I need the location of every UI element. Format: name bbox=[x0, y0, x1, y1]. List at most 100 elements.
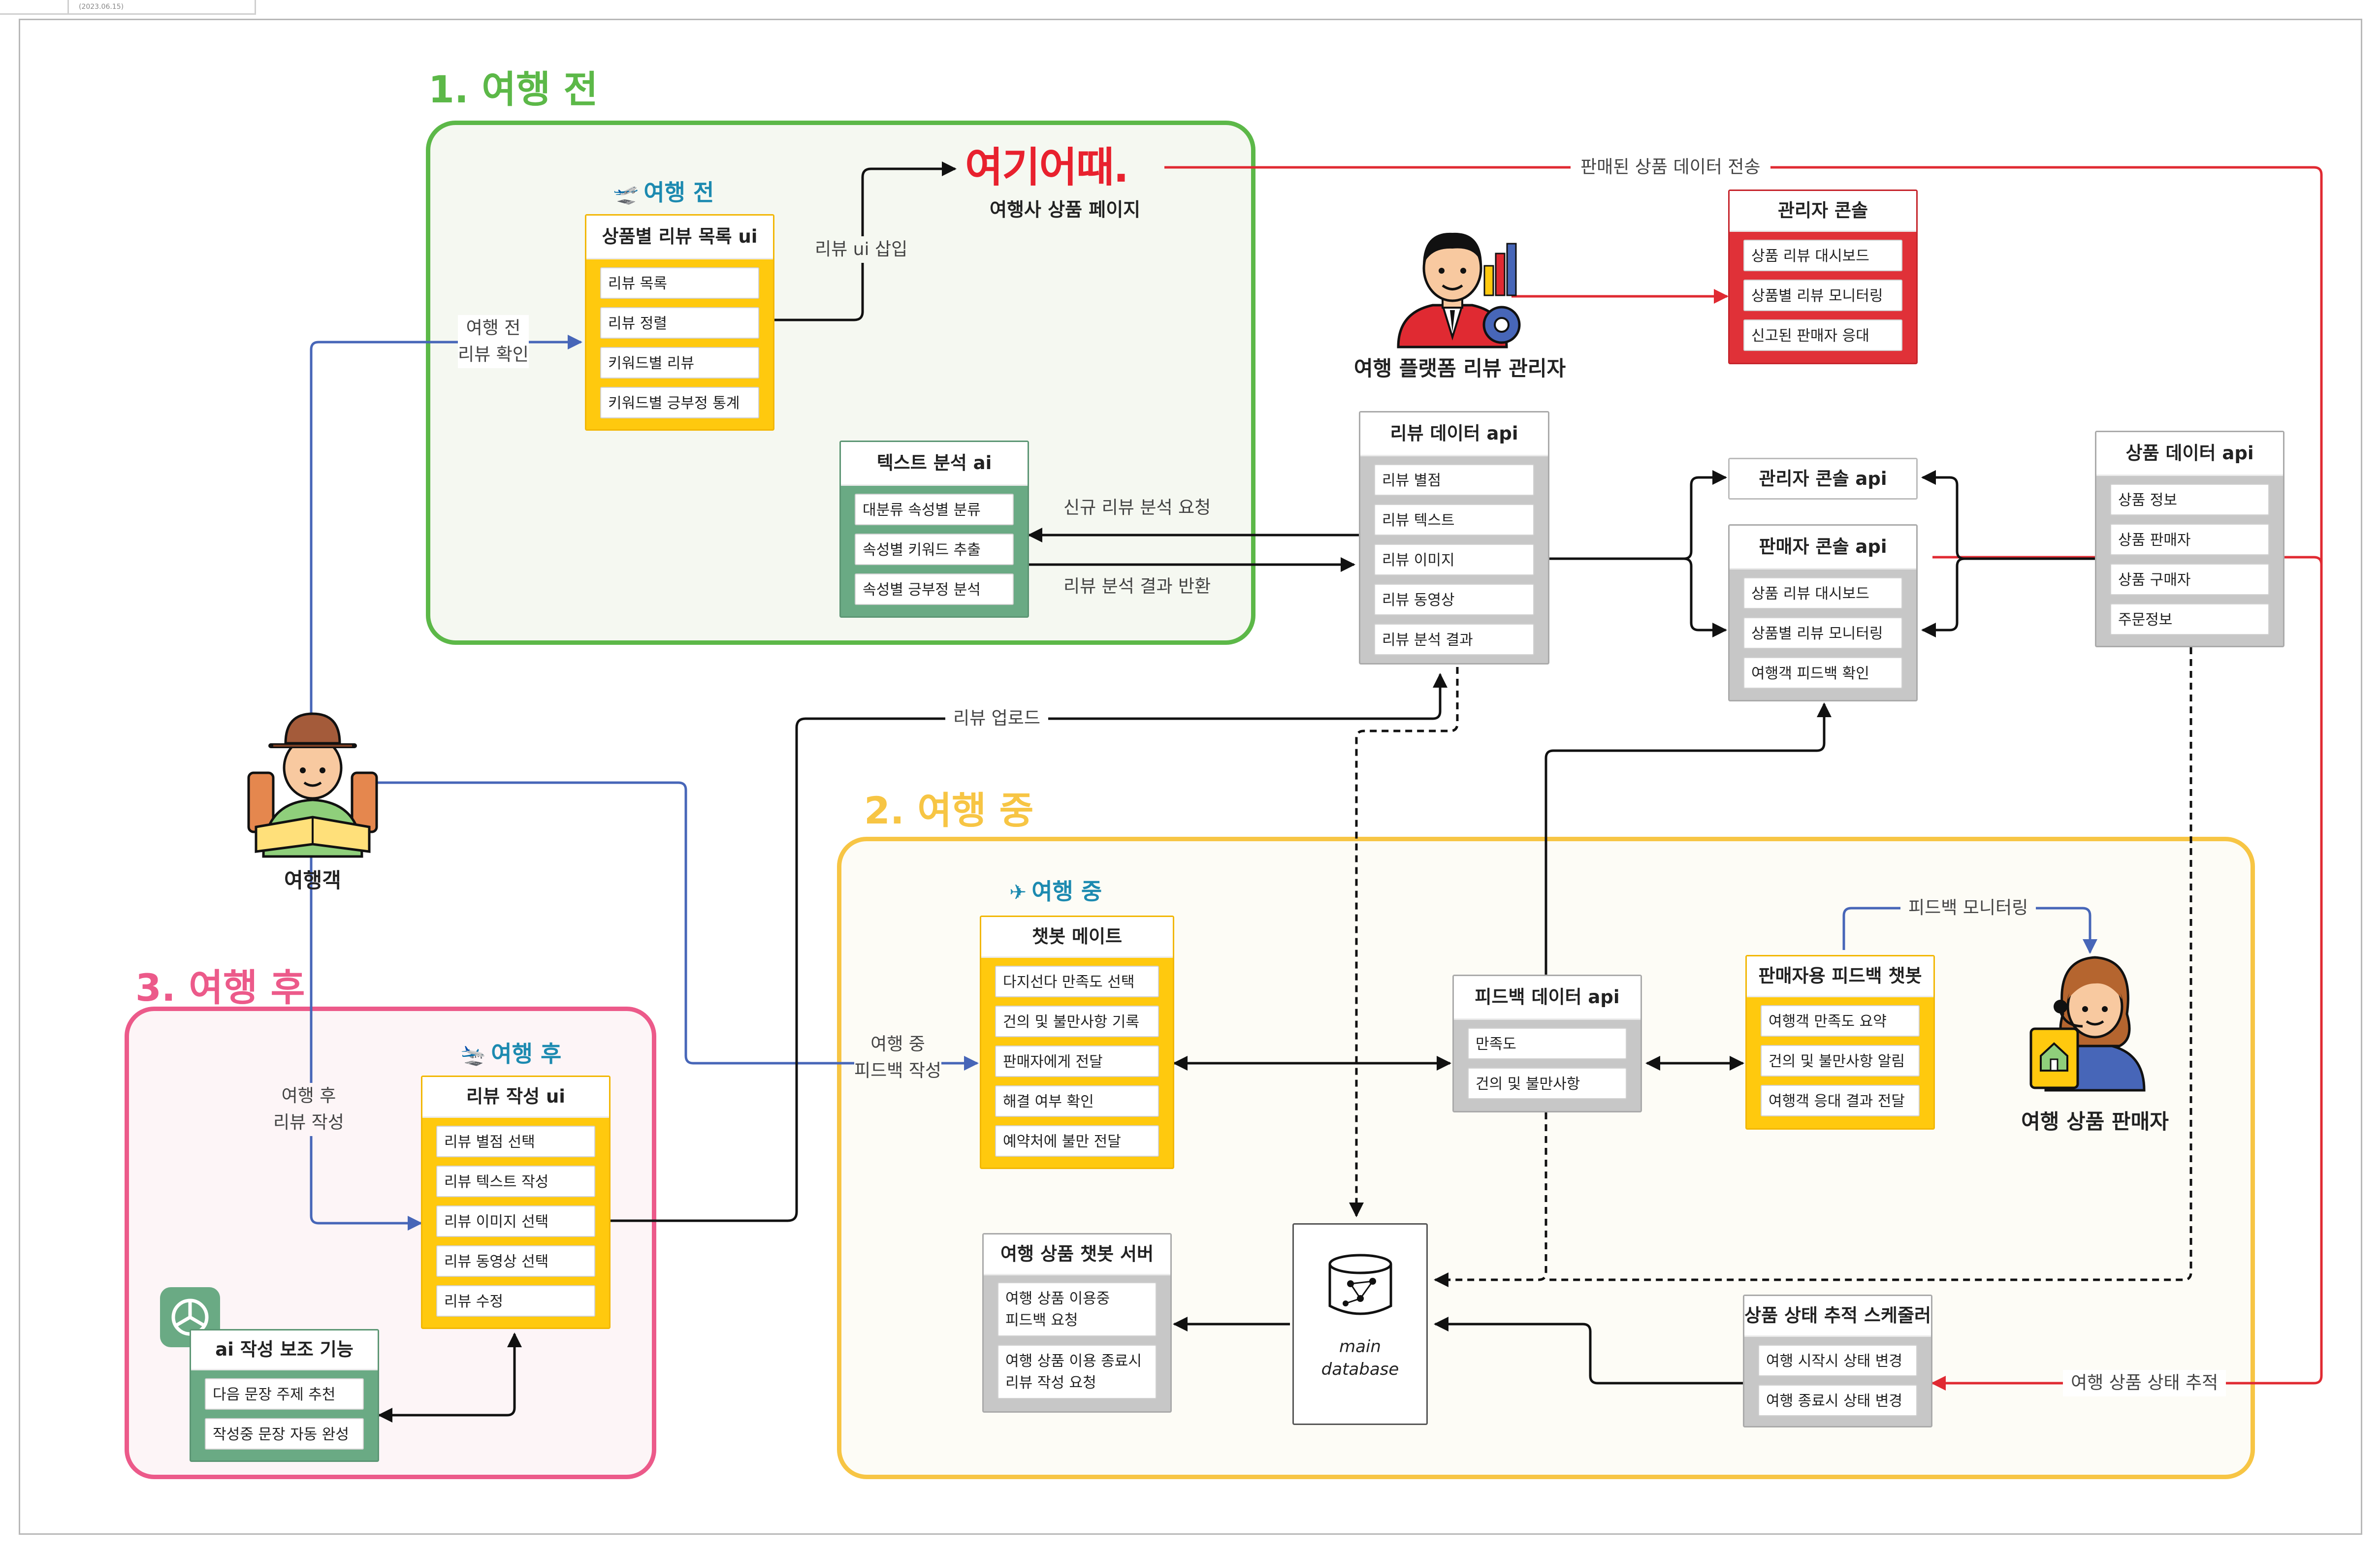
list-item: 만족도 bbox=[1468, 1028, 1627, 1059]
list-item: 건의 및 불만사항 bbox=[1468, 1068, 1627, 1099]
list-item: 속성별 긍부정 분석 bbox=[855, 573, 1014, 605]
list-item: 리뷰 목록 bbox=[600, 267, 759, 299]
traveler-person-icon bbox=[241, 704, 384, 861]
brand-logo: 여기어때. bbox=[965, 143, 1129, 191]
main-database-box: main database bbox=[1292, 1223, 1428, 1425]
box-title: 관리자 콘솔 bbox=[1730, 191, 1916, 232]
list-item: 다음 문장 주제 추천 bbox=[205, 1378, 364, 1410]
list-item: 키워드별 리뷰 bbox=[600, 347, 759, 379]
list-item: 상품 판매자 bbox=[2110, 524, 2269, 555]
chatbot-mate-box: 챗봇 메이트 다지선다 만족도 선택 건의 및 불만사항 기록 판매자에게 전달… bbox=[980, 916, 1174, 1169]
list-item: 리뷰 수정 bbox=[436, 1285, 595, 1317]
admin-person-icon bbox=[1383, 219, 1531, 352]
airplane-icon: ✈ bbox=[1009, 880, 1027, 904]
admin-label: 여행 플랫폼 리뷰 관리자 bbox=[1353, 356, 1566, 380]
airplane-takeoff-icon: 🛫 bbox=[613, 181, 639, 205]
box-title: 챗봇 메이트 bbox=[981, 917, 1173, 958]
seller-feedback-bot-box: 판매자용 피드백 챗봇 여행객 만족도 요약 건의 및 불만사항 알림 여행객 … bbox=[1745, 955, 1935, 1130]
traveler-label: 여행객 bbox=[284, 868, 341, 892]
label-sold-data: 판매된 상품 데이터 전송 bbox=[1571, 154, 1770, 181]
box-title: 여행 상품 챗봇 서버 bbox=[984, 1235, 1170, 1275]
list-item: 리뷰 분석 결과 bbox=[1374, 624, 1534, 655]
scheduler-box: 상품 상태 추적 스케줄러 여행 시작시 상태 변경 여행 종료시 상태 변경 bbox=[1743, 1295, 1932, 1427]
box-title: 관리자 콘솔 api bbox=[1730, 459, 1916, 498]
list-item: 신고된 판매자 응대 bbox=[1743, 319, 1902, 351]
seller-person-icon bbox=[2026, 945, 2164, 1093]
list-item: 여행 시작시 상태 변경 bbox=[1758, 1345, 1917, 1376]
list-item: 리뷰 이미지 선택 bbox=[436, 1205, 595, 1237]
brand-page-label: 여행사 상품 페이지 bbox=[990, 199, 1141, 221]
list-item: 작성중 문장 자동 완성 bbox=[205, 1418, 364, 1450]
label-before-check: 여행 전 리뷰 확인 bbox=[458, 315, 529, 368]
box-title: 텍스트 분석 ai bbox=[841, 442, 1028, 486]
review-list-ui-box: 상품별 리뷰 목록 ui 리뷰 목록 리뷰 정렬 키워드별 리뷰 키워드별 긍부… bbox=[585, 214, 774, 431]
list-item: 해결 여부 확인 bbox=[995, 1085, 1159, 1117]
list-item: 대분류 속성별 분류 bbox=[855, 494, 1014, 525]
list-item: 여행객 만족도 요약 bbox=[1761, 1005, 1920, 1037]
canvas-frame bbox=[19, 19, 2362, 1535]
list-item: 상품 리뷰 대시보드 bbox=[1743, 240, 1902, 271]
list-item: 리뷰 이미지 bbox=[1374, 544, 1534, 575]
chatbot-server-box: 여행 상품 챗봇 서버 여행 상품 이용중 피드백 요청 여행 상품 이용 종료… bbox=[982, 1233, 1172, 1413]
label-review-upload: 리뷰 업로드 bbox=[945, 705, 1049, 732]
admin-console-api-box: 관리자 콘솔 api bbox=[1728, 458, 1918, 500]
list-item: 다지선다 만족도 선택 bbox=[995, 966, 1159, 997]
list-item: 상품 구매자 bbox=[2110, 564, 2269, 595]
list-item: 속성별 키워드 추출 bbox=[855, 534, 1014, 565]
list-item: 여행 상품 이용중 피드백 요청 bbox=[997, 1282, 1157, 1336]
label-insert-ui: 리뷰 ui 삽입 bbox=[815, 236, 908, 263]
region-before-title: 1. 여행 전 bbox=[428, 67, 598, 111]
box-title: ai 작성 보조 기능 bbox=[191, 1330, 378, 1370]
box-title: 상품별 리뷰 목록 ui bbox=[586, 216, 773, 259]
review-write-ui-box: 리뷰 작성 ui 리뷰 별점 선택 리뷰 텍스트 작성 리뷰 이미지 선택 리뷰… bbox=[421, 1076, 611, 1329]
list-item: 리뷰 텍스트 작성 bbox=[436, 1166, 595, 1197]
list-item: 여행 종료시 상태 변경 bbox=[1758, 1385, 1917, 1416]
date-stamp: (2023.06.15) bbox=[79, 3, 124, 11]
seller-label: 여행 상품 판매자 bbox=[2021, 1109, 2169, 1134]
list-item: 여행 상품 이용 종료시 리뷰 작성 요청 bbox=[997, 1345, 1157, 1399]
seller-console-api-box: 판매자 콘솔 api 상품 리뷰 대시보드 상품별 리뷰 모니터링 여행객 피드… bbox=[1728, 524, 1918, 701]
section-head-after: 🛬여행 후 bbox=[460, 1041, 562, 1067]
database-icon bbox=[1323, 1252, 1397, 1323]
header-cell bbox=[69, 0, 256, 15]
airplane-landing-icon: 🛬 bbox=[460, 1043, 486, 1067]
list-item: 리뷰 동영상 bbox=[1374, 584, 1534, 615]
region-after-title: 3. 여행 후 bbox=[135, 966, 305, 1010]
label-during-feedback: 여행 중 피드백 작성 bbox=[854, 1031, 942, 1084]
list-item: 리뷰 텍스트 bbox=[1374, 504, 1534, 536]
list-item: 여행객 피드백 확인 bbox=[1743, 657, 1902, 689]
product-data-api-box: 상품 데이터 api 상품 정보 상품 판매자 상품 구매자 주문정보 bbox=[2095, 431, 2284, 647]
feedback-data-api-box: 피드백 데이터 api 만족도 건의 및 불만사항 bbox=[1452, 975, 1642, 1112]
list-item: 리뷰 동영상 선택 bbox=[436, 1245, 595, 1277]
text-ai-box: 텍스트 분석 ai 대분류 속성별 분류 속성별 키워드 추출 속성별 긍부정 … bbox=[839, 441, 1029, 618]
list-item: 판매자에게 전달 bbox=[995, 1045, 1159, 1077]
list-item: 건의 및 불만사항 기록 bbox=[995, 1006, 1159, 1037]
label-result-return: 리뷰 분석 결과 반환 bbox=[1063, 576, 1211, 597]
label-status-track: 여행 상품 상태 추적 bbox=[2063, 1370, 2226, 1396]
section-head-during: ✈여행 중 bbox=[1009, 878, 1102, 905]
list-item: 리뷰 별점 선택 bbox=[436, 1126, 595, 1157]
list-item: 상품 정보 bbox=[2110, 484, 2269, 515]
list-item: 건의 및 불만사항 알림 bbox=[1761, 1045, 1920, 1077]
box-title: 상품 데이터 api bbox=[2096, 432, 2283, 476]
review-data-api-box: 리뷰 데이터 api 리뷰 별점 리뷰 텍스트 리뷰 이미지 리뷰 동영상 리뷰… bbox=[1359, 411, 1549, 665]
box-title: 판매자용 피드백 챗봇 bbox=[1747, 956, 1933, 997]
section-head-before: 🛫여행 전 bbox=[613, 179, 714, 206]
region-during-title: 2. 여행 중 bbox=[864, 789, 1034, 832]
header-cell bbox=[0, 0, 69, 15]
ai-assist-box: ai 작성 보조 기능 다음 문장 주제 추천 작성중 문장 자동 완성 bbox=[190, 1329, 379, 1462]
list-item: 주문정보 bbox=[2110, 603, 2269, 635]
box-title: 판매자 콘솔 api bbox=[1730, 526, 1916, 570]
list-item: 리뷰 정렬 bbox=[600, 307, 759, 339]
box-title: 리뷰 작성 ui bbox=[422, 1077, 609, 1118]
label-new-review-req: 신규 리뷰 분석 요청 bbox=[1063, 498, 1211, 518]
list-item: 상품 리뷰 대시보드 bbox=[1743, 577, 1902, 609]
box-title: 피드백 데이터 api bbox=[1454, 976, 1640, 1020]
list-item: 상품별 리뷰 모니터링 bbox=[1743, 617, 1902, 649]
box-title: 리뷰 데이터 api bbox=[1360, 412, 1548, 456]
admin-console-box: 관리자 콘솔 상품 리뷰 대시보드 상품별 리뷰 모니터링 신고된 판매자 응대 bbox=[1728, 190, 1918, 364]
list-item: 여행객 응대 결과 전달 bbox=[1761, 1085, 1920, 1116]
box-title: 상품 상태 추적 스케줄러 bbox=[1744, 1296, 1931, 1337]
label-after-write: 여행 후 리뷰 작성 bbox=[273, 1083, 344, 1136]
